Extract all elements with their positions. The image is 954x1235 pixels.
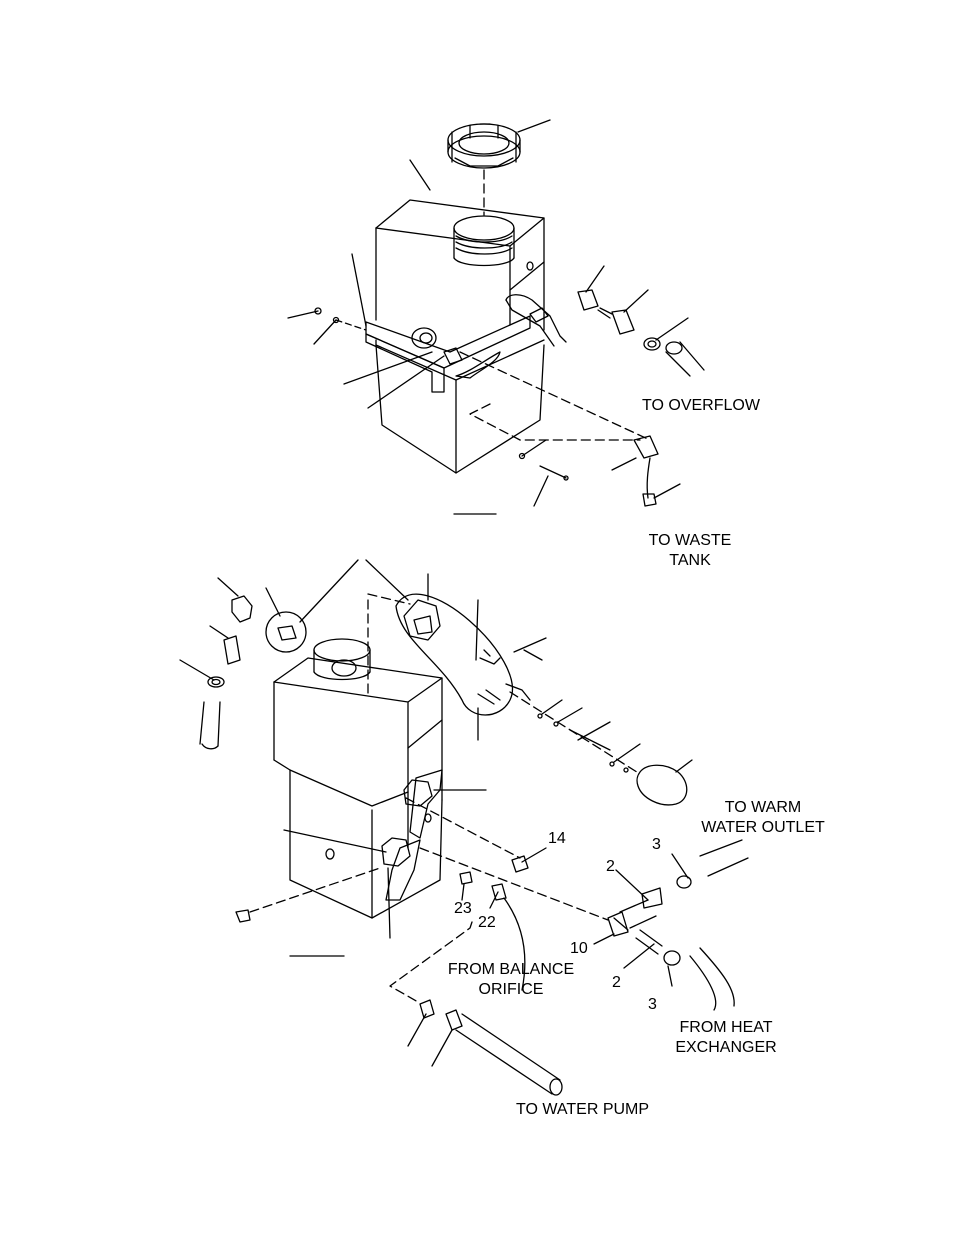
to-waste-line-2: TANK — [669, 552, 711, 569]
callout-2-lower: 2 — [612, 974, 621, 991]
to-water-pump-label: TO WATER PUMP — [516, 1101, 650, 1118]
from-heat-line-1: FROM HEAT — [679, 1019, 773, 1036]
overflow-elbow — [505, 294, 567, 347]
lower-tank-assembly — [179, 559, 749, 1096]
from-heat-exchanger-label: FROM HEAT EXCHANGER — [664, 1018, 788, 1058]
to-warm-line-1: TO WARM — [724, 799, 802, 816]
tank-body-top — [375, 199, 545, 474]
from-balance-line-1: FROM BALANCE — [447, 961, 575, 978]
callout-10: 10 — [570, 940, 588, 957]
mounting-bracket — [365, 315, 531, 393]
callout-2-upper: 2 — [606, 858, 615, 875]
callout-3-upper: 3 — [652, 836, 661, 853]
to-waste-tank-label: TO WASTE TANK — [640, 531, 740, 571]
outlet-fittings — [405, 797, 749, 1011]
to-warm-line-2: WATER OUTLET — [701, 819, 825, 836]
water-pump-fittings — [235, 867, 563, 1096]
to-overflow-label: TO OVERFLOW — [642, 397, 760, 414]
overflow-fittings — [577, 289, 705, 377]
callout-22: 22 — [478, 914, 496, 931]
from-balance-orifice-label: FROM BALANCE ORIFICE — [440, 960, 582, 1000]
to-waste-line-1: TO WASTE — [648, 532, 732, 549]
from-heat-line-2: EXCHANGER — [675, 1039, 777, 1056]
from-balance-line-2: ORIFICE — [478, 981, 544, 998]
tank-cap — [447, 123, 521, 169]
left-elbow-fittings — [199, 595, 253, 750]
float-valve-assembly — [367, 593, 688, 806]
callout-3-lower: 3 — [648, 996, 657, 1013]
callout-14: 14 — [548, 830, 566, 847]
to-warm-water-outlet-label: TO WARM WATER OUTLET — [700, 798, 826, 838]
waste-fitting — [633, 435, 659, 507]
callout-23: 23 — [454, 900, 472, 917]
upper-tank-assembly — [287, 119, 705, 515]
